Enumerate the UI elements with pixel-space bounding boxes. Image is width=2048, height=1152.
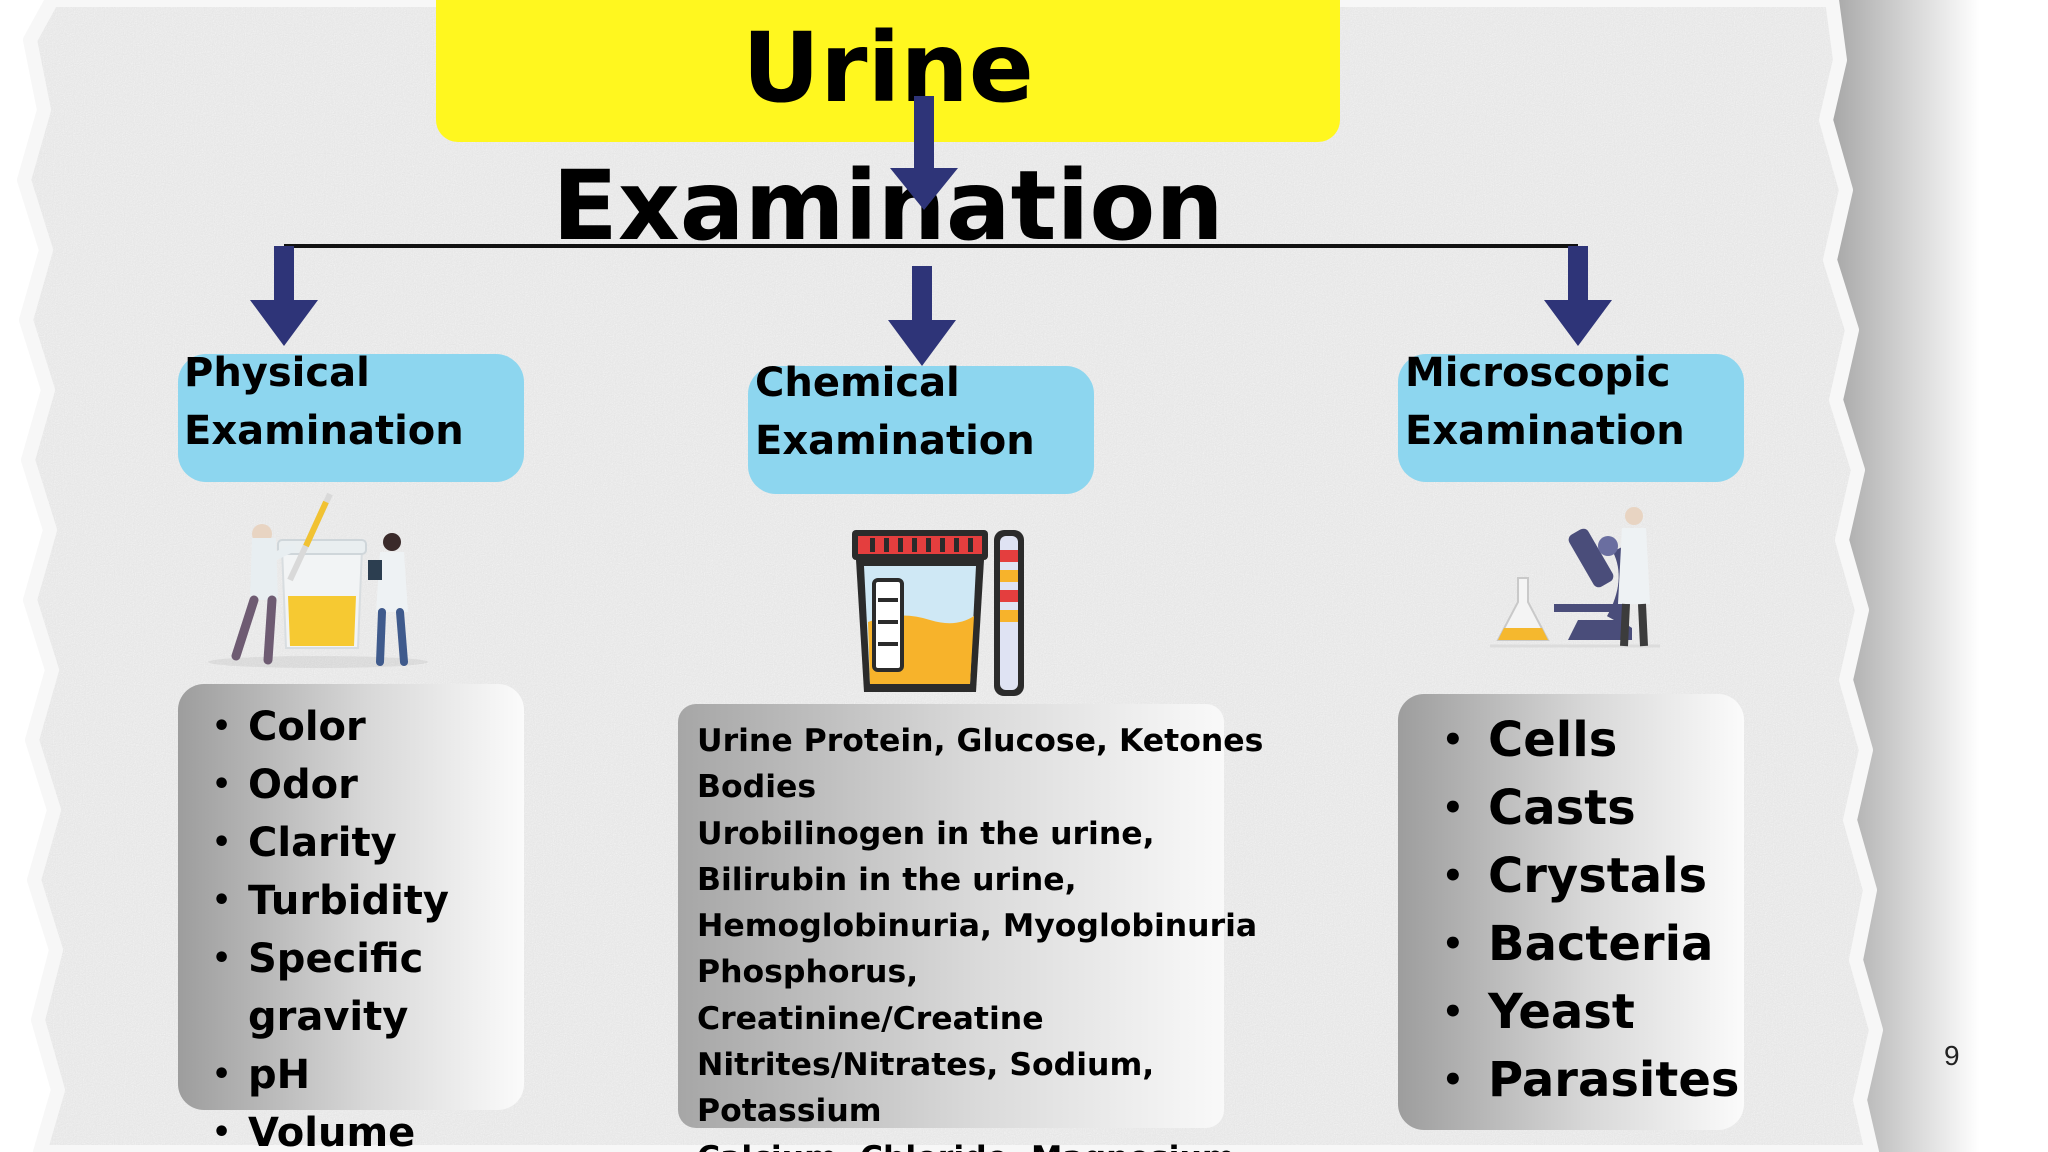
- scientists-with-urine-beaker-icon: [208, 492, 428, 668]
- microscopic-examination-box: [1398, 354, 1744, 482]
- list-item: •Bacteria: [1442, 916, 1714, 972]
- list-item: •pH: [212, 1052, 311, 1098]
- arrow-down-icon: [888, 266, 956, 366]
- arrow-down-icon: [250, 246, 318, 346]
- list-item: •Volume: [212, 1110, 416, 1152]
- list-item: •Cells: [1442, 712, 1618, 768]
- chemical-line: Urobilinogen in the urine,: [697, 815, 1155, 852]
- chemical-examination-label: Chemical Examination: [755, 360, 1035, 464]
- list-item: •Odor: [212, 762, 358, 808]
- title-highlight-box: [436, 0, 1340, 142]
- page-number: 9: [1944, 1040, 1960, 1071]
- list-item: •Casts: [1442, 780, 1636, 836]
- chemical-line: Bodies: [697, 769, 817, 806]
- chemical-line: Potassium: [697, 1093, 882, 1130]
- list-item: •Parasites: [1442, 1052, 1740, 1108]
- chemical-line: Urine Protein, Glucose, Ketones: [697, 723, 1264, 759]
- chemical-line: Calcium, Chloride, Magnesium: [697, 1135, 1237, 1152]
- list-item: •Yeast: [1442, 984, 1635, 1040]
- microscopic-items-list: •Cells •Casts •Crystals •Bacteria •Yeast…: [1442, 706, 1739, 1114]
- chemical-items-text: Urine Protein, Glucose, Ketones Bodies U…: [697, 718, 1264, 1152]
- chemical-examination-box: [748, 366, 1094, 494]
- chemical-line: Bilirubin in the urine,: [697, 861, 1077, 898]
- list-item: •Clarity: [212, 820, 397, 866]
- page-title-line1: Urine: [742, 12, 1034, 124]
- chemical-line: Hemoglobinuria, Myoglobinuria: [697, 908, 1258, 945]
- list-item: •Turbidity: [212, 878, 449, 924]
- urine-cup-and-test-strip-icon: [852, 530, 1024, 696]
- chemical-items-box: [678, 704, 1224, 1128]
- arrow-down-icon: [1544, 246, 1612, 346]
- chemical-line: Creatinine/Creatine: [697, 1000, 1044, 1037]
- page-title-line2: Examination: [552, 150, 1224, 262]
- scientist-with-microscope-icon: [1490, 507, 1660, 648]
- microscopic-examination-label: Microscopic Examination: [1405, 350, 1685, 454]
- physical-examination-box: [178, 354, 524, 482]
- chemical-line: Nitrites/Nitrates, Sodium,: [697, 1047, 1155, 1084]
- arrow-down-icon: [890, 96, 958, 210]
- physical-examination-label: Physical Examination: [184, 350, 464, 454]
- list-item: •Crystals: [1442, 848, 1708, 904]
- microscopic-items-box: [1398, 694, 1744, 1130]
- chemical-line: Phosphorus,: [697, 954, 919, 991]
- physical-items-box: [178, 684, 524, 1110]
- physical-items-list: •Color •Odor •Clarity •Turbidity •Specif…: [212, 698, 449, 1152]
- list-item: •Color: [212, 704, 366, 750]
